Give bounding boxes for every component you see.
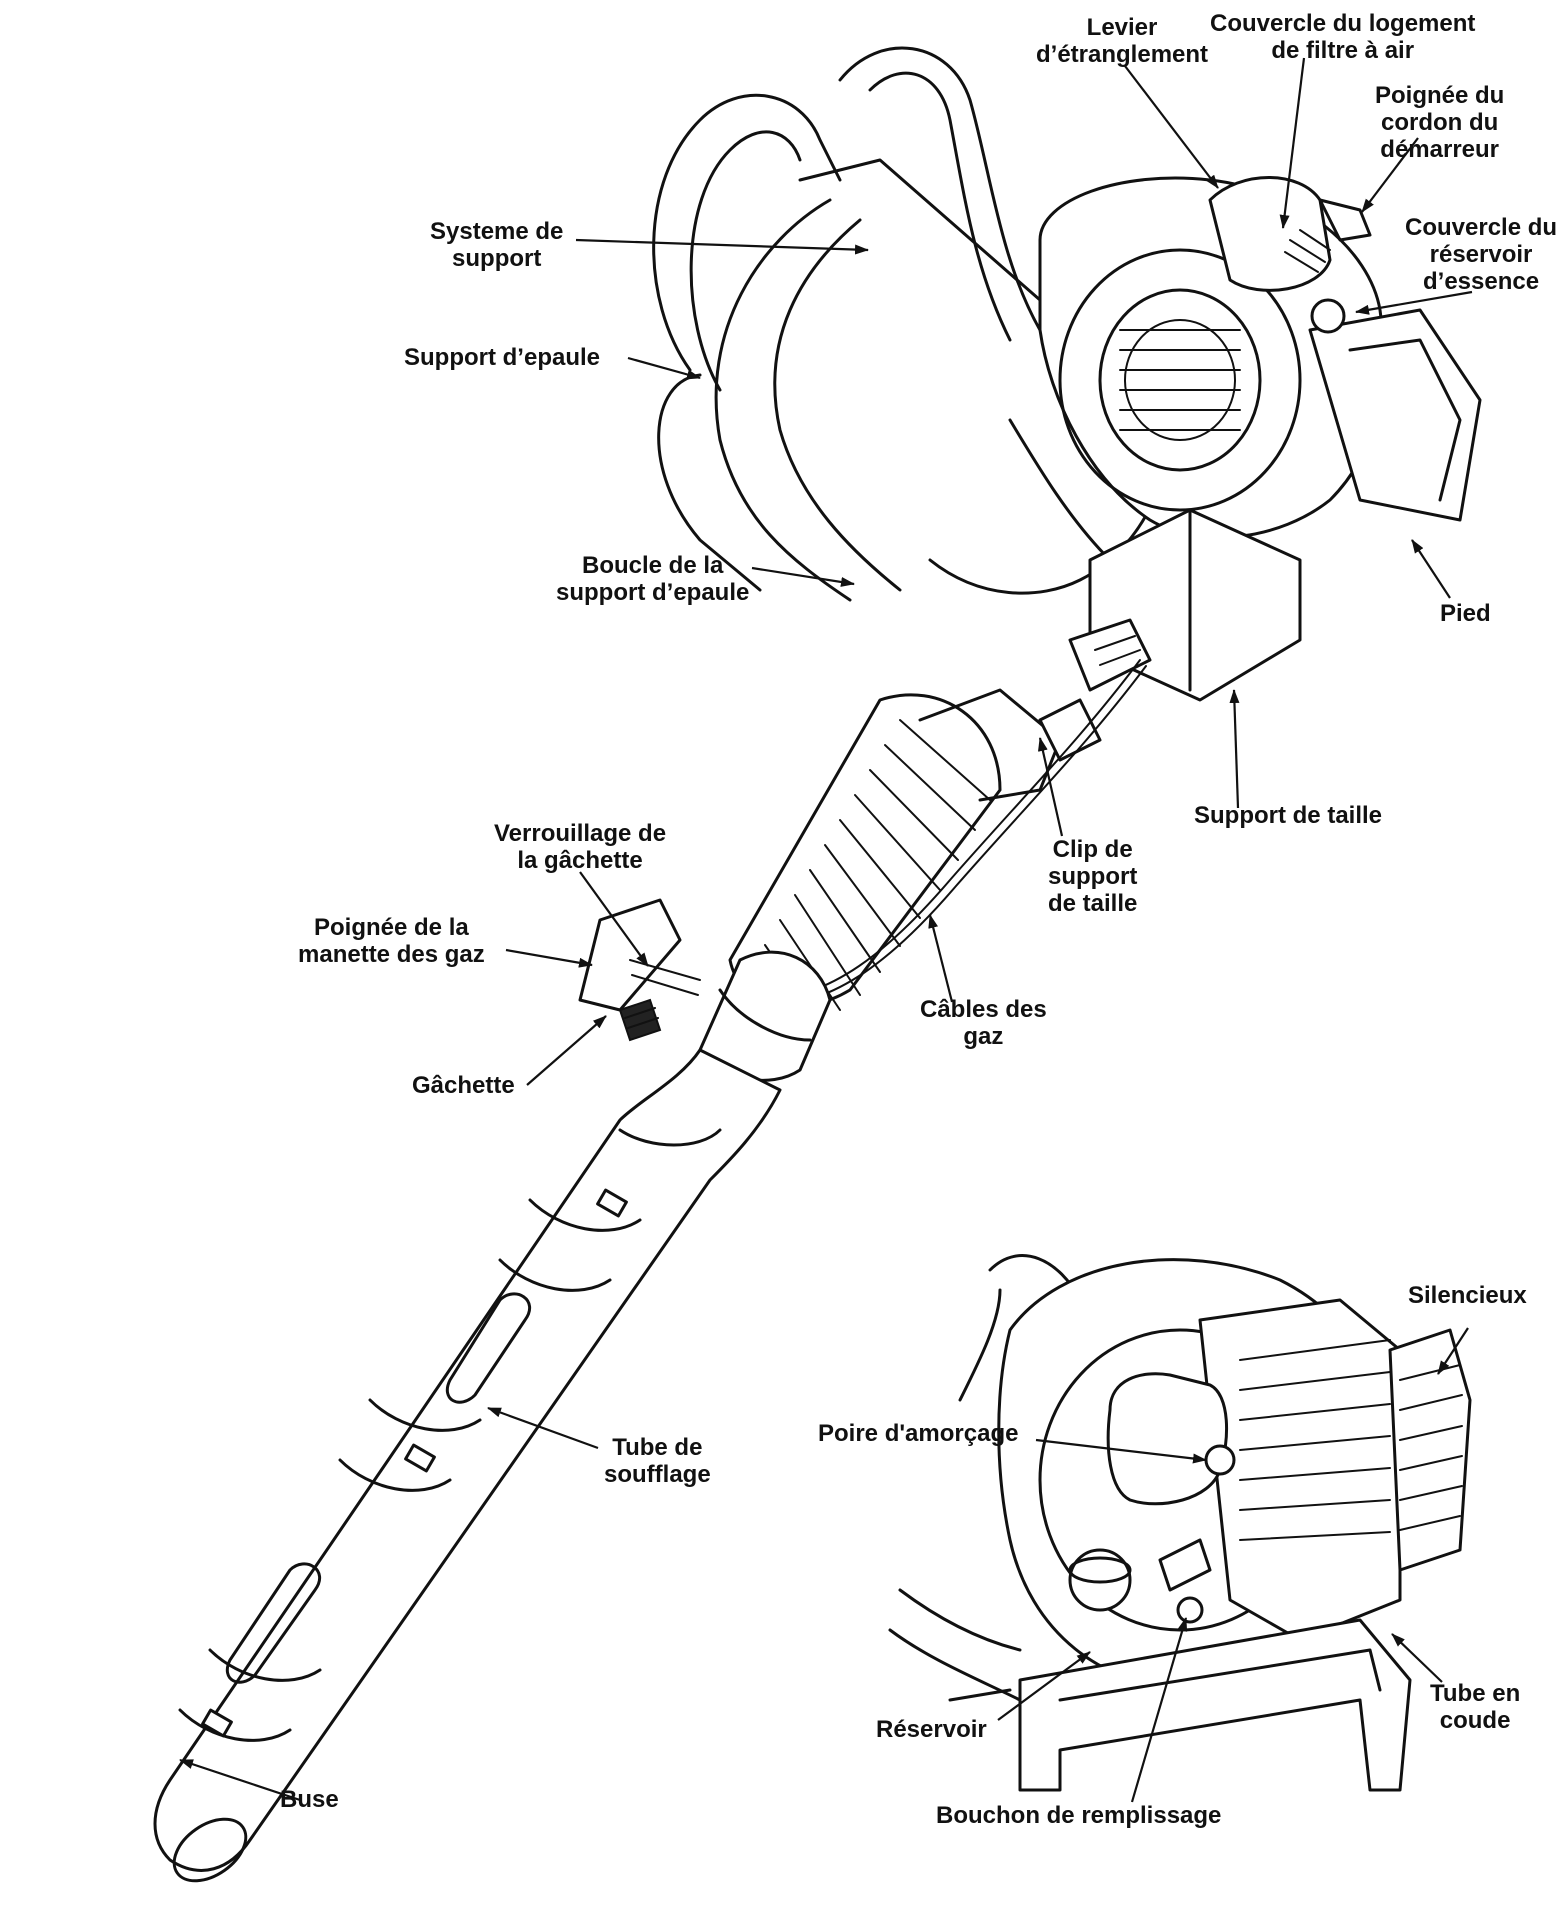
clip-line1: Clip de — [1052, 836, 1133, 863]
bouchon-line1: Bouchon de remplissage — [936, 1802, 1222, 1829]
poignee-manette-line1: Poignée de la — [314, 914, 469, 941]
couvercle-reservoir-label: Couvercle du réservoir d’essence — [1405, 214, 1557, 295]
engine-housing-drawing — [1038, 176, 1482, 539]
couvercle-filtre-line1: Couvercle du logement — [1210, 10, 1476, 37]
levier-label-line1: Levier — [1086, 14, 1158, 41]
buse-line1: Buse — [280, 1786, 339, 1813]
levier-label: Levier d’étranglement — [1036, 14, 1208, 68]
levier-label-line2: d’étranglement — [1036, 41, 1209, 68]
verrouillage-label: Verrouillage de la gâchette — [494, 820, 666, 874]
support-taille-label: Support de taille — [1194, 802, 1382, 829]
tube-coude-line2: coude — [1439, 1707, 1511, 1734]
tube-soufflage-line1: Tube de — [612, 1434, 703, 1461]
tube-soufflage-label: Tube de soufflage — [604, 1434, 711, 1488]
silencieux-line1: Silencieux — [1408, 1282, 1527, 1309]
cables-line2: gaz — [963, 1023, 1004, 1050]
bouchon-label: Bouchon de remplissage — [936, 1802, 1221, 1829]
reservoir-label: Réservoir — [876, 1716, 987, 1743]
poignee-cordon-line2: cordon du — [1381, 109, 1499, 136]
systeme-support-line1: Systeme de — [430, 218, 564, 245]
flex-hose-drawing — [728, 688, 1102, 1019]
tube-coude-label: Tube en coude — [1430, 1680, 1520, 1734]
couvercle-filtre-label: Couvercle du logement de filtre à air — [1210, 10, 1475, 64]
systeme-support-line2: support — [452, 245, 542, 272]
poignee-manette-line2: manette des gaz — [298, 941, 485, 968]
tube-soufflage-line2: soufflage — [604, 1461, 711, 1488]
boucle-label: Boucle de la support d’epaule — [556, 552, 749, 606]
throttle-handle-drawing — [578, 898, 832, 1082]
cables-line1: Câbles des — [920, 996, 1047, 1023]
waist-belt-drawing — [1068, 508, 1302, 702]
gachette-line1: Gâchette — [412, 1072, 515, 1099]
support-epaule-line1: Support d’epaule — [404, 344, 601, 371]
leader-lines — [179, 57, 1473, 1803]
cables-label: Câbles des gaz — [920, 996, 1047, 1050]
buse-label: Buse — [280, 1786, 339, 1813]
verrouillage-line2: la gâchette — [517, 847, 643, 874]
support-epaule-label: Support d’epaule — [404, 344, 600, 371]
couvercle-filtre-line2: de filtre à air — [1271, 37, 1415, 64]
pied-label: Pied — [1440, 600, 1491, 627]
tube-coude-line1: Tube en — [1430, 1680, 1521, 1707]
boucle-line1: Boucle de la — [581, 552, 724, 579]
clip-label: Clip de support de taille — [1048, 836, 1137, 917]
poignee-cordon-line3: démarreur — [1380, 136, 1500, 163]
poire-label: Poire d'amorçage — [818, 1420, 1018, 1447]
systeme-support-label: Systeme de support — [430, 218, 563, 272]
throttle-cable-drawing — [759, 659, 1147, 1007]
clip-line2: support — [1048, 863, 1138, 890]
poignee-manette-label: Poignée de la manette des gaz — [298, 914, 485, 968]
pied-line1: Pied — [1440, 600, 1491, 627]
couvercle-reservoir-line1: Couvercle du — [1405, 214, 1558, 241]
couvercle-reservoir-line3: d’essence — [1422, 268, 1540, 295]
poignee-cordon-label: Poignée du cordon du démarreur — [1375, 82, 1504, 163]
gachette-label: Gâchette — [412, 1072, 515, 1099]
reservoir-line1: Réservoir — [876, 1716, 987, 1743]
blower-tube-drawing — [153, 1048, 782, 1883]
clip-line3: de taille — [1048, 890, 1138, 917]
silencieux-label: Silencieux — [1408, 1282, 1527, 1309]
couvercle-reservoir-line2: réservoir — [1429, 241, 1533, 268]
support-taille-line1: Support de taille — [1194, 802, 1383, 829]
boucle-line2: support d’epaule — [556, 579, 750, 606]
poignee-cordon-line1: Poignée du — [1375, 82, 1505, 109]
shoulder-strap-drawing — [652, 46, 1042, 602]
poire-line1: Poire d'amorçage — [818, 1420, 1019, 1447]
verrouillage-line1: Verrouillage de — [494, 820, 667, 847]
inset-engine-drawing — [888, 1254, 1472, 1792]
